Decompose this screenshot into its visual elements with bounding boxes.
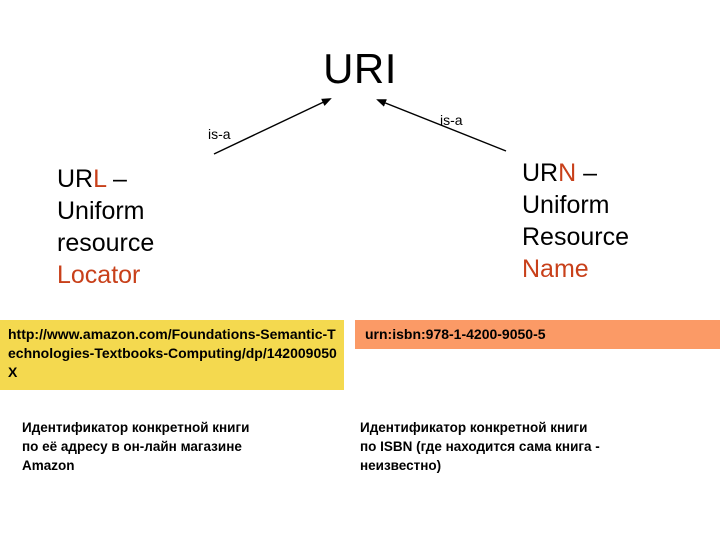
branch-urn-line1-suffix: – bbox=[576, 159, 598, 187]
branch-url-line1-suffix: – bbox=[106, 165, 127, 193]
branch-heading-url: URL – Uniform resource Locator bbox=[57, 163, 267, 291]
caption-url-line3: Amazon bbox=[22, 458, 75, 473]
branch-urn-line1-prefix: UR bbox=[522, 159, 559, 187]
caption-urn-line2: по ISBN (где находится сама книга - bbox=[360, 439, 600, 454]
caption-urn: Идентификатор конкретной книги по ISBN (… bbox=[360, 418, 690, 475]
branch-urn-line2: Uniform bbox=[522, 191, 610, 219]
branch-url-line2: Uniform bbox=[57, 197, 145, 225]
branch-urn-line1-accent: N bbox=[558, 159, 577, 187]
branch-heading-urn: URN – Uniform Resource Name bbox=[522, 157, 712, 285]
branch-urn-line1: URN – bbox=[522, 157, 712, 189]
caption-url-line2: по её адресу в он-лайн магазине bbox=[22, 439, 242, 454]
page-title: URI bbox=[323, 45, 397, 92]
branch-urn-line3: Resource bbox=[522, 223, 629, 251]
example-box-urn: urn:isbn:978-1-4200-9050-5 bbox=[355, 320, 720, 349]
edge-label-is-a-left: is-a bbox=[208, 126, 231, 142]
branch-urn-line4: Name bbox=[522, 255, 589, 283]
caption-url-line1: Идентификатор конкретной книги bbox=[22, 420, 250, 435]
edge-label-is-a-right: is-a bbox=[440, 112, 463, 128]
caption-urn-line1: Идентификатор конкретной книги bbox=[360, 420, 588, 435]
branch-url-line3: resource bbox=[57, 229, 155, 257]
is-a-arrow-left bbox=[213, 98, 332, 155]
caption-url: Идентификатор конкретной книги по её адр… bbox=[22, 418, 342, 475]
branch-url-line1-prefix: UR bbox=[57, 165, 94, 193]
branch-url-line1: URL – bbox=[57, 163, 267, 195]
example-box-url: http://www.amazon.com/Foundations-Semant… bbox=[0, 320, 344, 390]
branch-url-line4: Locator bbox=[57, 261, 141, 289]
branch-url-line1-accent: L bbox=[93, 165, 107, 193]
caption-urn-line3: неизвестно) bbox=[360, 458, 442, 473]
